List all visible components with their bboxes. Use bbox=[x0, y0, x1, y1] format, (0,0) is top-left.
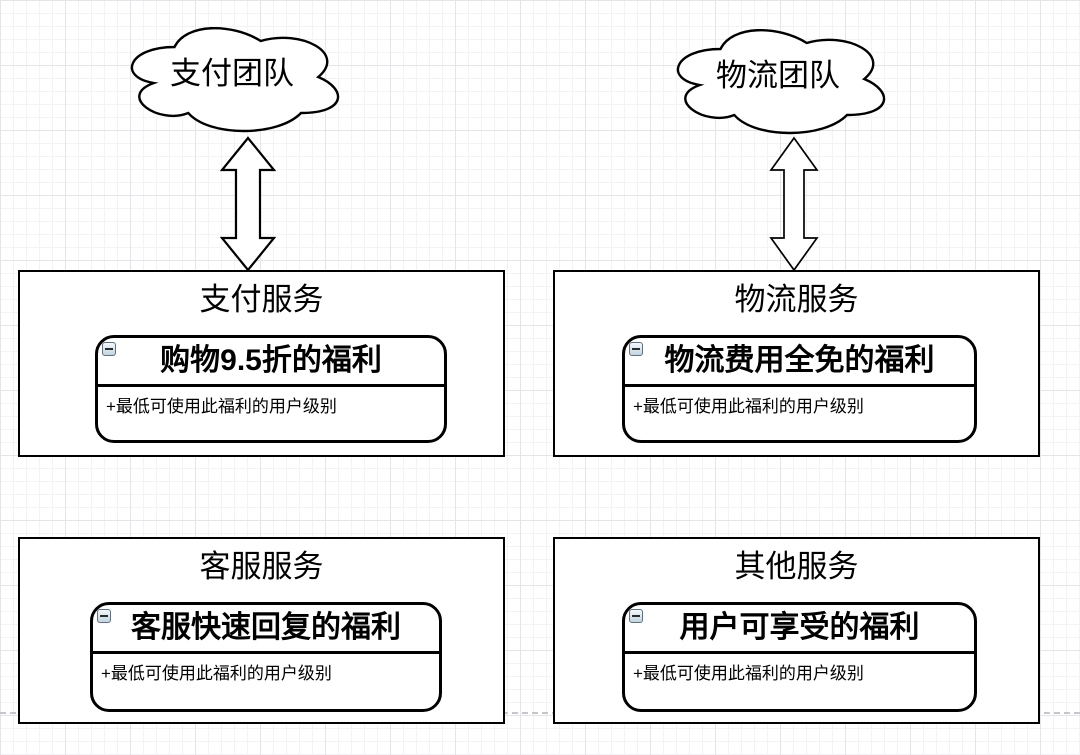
page-break-line bbox=[0, 712, 1080, 714]
service-title: 客服服务 bbox=[199, 549, 324, 584]
benefit-header: 购物9.5折的福利 bbox=[98, 338, 444, 387]
benefit-attribute: +最低可使用此福利的用户级别 bbox=[106, 397, 337, 416]
double-arrow-shape bbox=[769, 136, 819, 272]
cloud-outline bbox=[130, 26, 340, 133]
benefit-class-other[interactable]: 用户可享受的福利 +最低可使用此福利的用户级别 bbox=[622, 602, 977, 712]
cloud-outline bbox=[676, 28, 886, 135]
double-arrow-payment[interactable] bbox=[220, 136, 276, 272]
minus-bar bbox=[105, 348, 113, 350]
benefit-title: 客服快速回复的福利 bbox=[131, 611, 401, 644]
benefit-header: 用户可享受的福利 bbox=[625, 605, 974, 654]
service-box-logistics[interactable]: 物流服务 物流费用全免的福利 +最低可使用此福利的用户级别 bbox=[553, 270, 1040, 457]
benefit-title: 物流费用全免的福利 bbox=[664, 344, 935, 377]
double-arrow-logistics[interactable] bbox=[769, 136, 819, 272]
cloud-shape-payment-team[interactable] bbox=[114, 14, 350, 140]
benefit-attribute: +最低可使用此福利的用户级别 bbox=[101, 664, 332, 683]
collapse-minus-icon[interactable] bbox=[102, 342, 116, 356]
service-box-payment[interactable]: 支付服务 购物9.5折的福利 +最低可使用此福利的用户级别 bbox=[18, 270, 505, 457]
service-title: 其他服务 bbox=[734, 549, 859, 584]
collapse-minus-icon[interactable] bbox=[629, 609, 643, 623]
benefit-class-logistics[interactable]: 物流费用全免的福利 +最低可使用此福利的用户级别 bbox=[622, 335, 977, 443]
cloud-shape-logistics-team[interactable] bbox=[660, 16, 896, 142]
benefit-attribute: +最低可使用此福利的用户级别 bbox=[633, 664, 864, 683]
benefit-class-payment[interactable]: 购物9.5折的福利 +最低可使用此福利的用户级别 bbox=[95, 335, 447, 443]
collapse-minus-icon[interactable] bbox=[629, 342, 643, 356]
minus-bar bbox=[632, 348, 640, 350]
collapse-minus-icon[interactable] bbox=[97, 609, 111, 623]
service-title: 支付服务 bbox=[199, 282, 324, 317]
service-box-customer-service[interactable]: 客服服务 客服快速回复的福利 +最低可使用此福利的用户级别 bbox=[18, 537, 505, 724]
benefit-class-customer-service[interactable]: 客服快速回复的福利 +最低可使用此福利的用户级别 bbox=[90, 602, 442, 712]
benefit-header: 物流费用全免的福利 bbox=[625, 338, 974, 387]
service-title: 物流服务 bbox=[734, 282, 859, 317]
benefit-title: 用户可享受的福利 bbox=[679, 611, 920, 644]
minus-bar bbox=[100, 615, 108, 617]
benefit-header: 客服快速回复的福利 bbox=[93, 605, 439, 654]
benefit-attribute: +最低可使用此福利的用户级别 bbox=[633, 397, 864, 416]
minus-bar bbox=[632, 615, 640, 617]
double-arrow-shape bbox=[220, 136, 276, 272]
service-box-other[interactable]: 其他服务 用户可享受的福利 +最低可使用此福利的用户级别 bbox=[553, 537, 1040, 724]
benefit-title: 购物9.5折的福利 bbox=[160, 344, 382, 377]
